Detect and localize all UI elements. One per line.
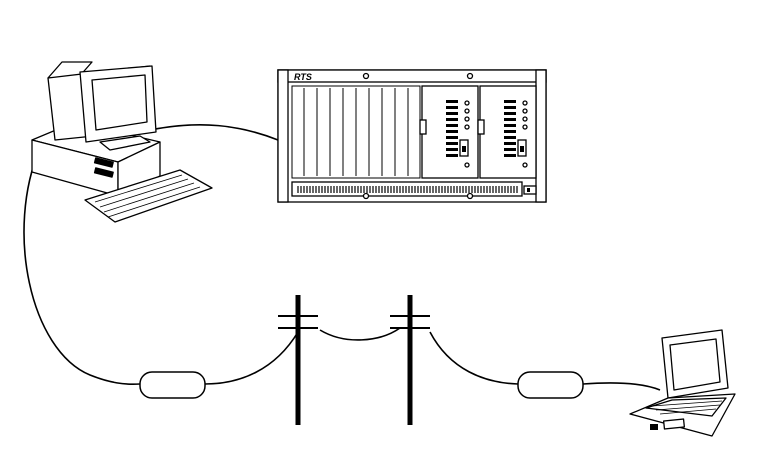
modem-right — [518, 372, 583, 398]
telephone-pole-right — [390, 295, 430, 425]
monitor-screen — [92, 75, 147, 130]
card-slots — [292, 86, 420, 178]
laptop-computer — [630, 330, 735, 436]
frame-right-ear — [536, 70, 546, 202]
screw-top-left — [364, 74, 369, 79]
cable-pole-right-to-modem-right — [430, 332, 518, 384]
cable-pole-to-pole — [320, 328, 400, 340]
cable-pc-to-frame — [150, 125, 278, 140]
telephone-pole-left — [278, 295, 318, 425]
frame-top-rail — [278, 70, 546, 82]
laptop-port — [650, 424, 658, 430]
rack-logo: RTS — [294, 72, 312, 82]
intercom-frame: RTS — [278, 70, 546, 202]
screw-bottom-right — [468, 194, 473, 199]
power-supply-left — [420, 86, 478, 178]
desktop-computer — [32, 62, 212, 222]
power-supply-right — [478, 86, 536, 178]
frame-left-ear — [278, 70, 288, 202]
cable-modem-left-to-pole-left — [205, 332, 298, 384]
laptop-trackpad — [664, 419, 685, 429]
laptop-screen — [670, 339, 720, 390]
cable-modem-right-to-laptop — [583, 383, 660, 390]
screw-top-right — [468, 74, 473, 79]
screw-bottom-left — [364, 194, 369, 199]
modem-left — [140, 372, 205, 398]
